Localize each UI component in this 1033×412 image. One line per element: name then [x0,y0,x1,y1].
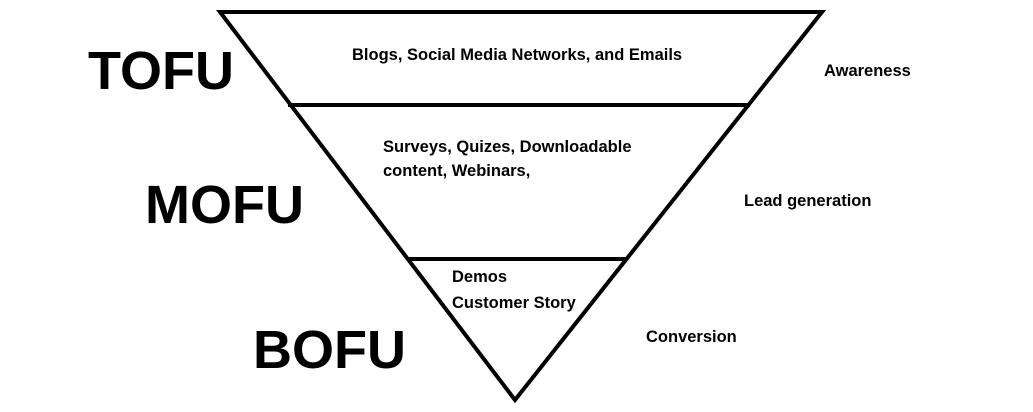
mofu-content-line: Surveys, Quizes, Downloadable [383,138,632,156]
tofu-label: TOFU [88,41,234,101]
tofu-goal: Awareness [824,62,911,80]
bofu-label: BOFU [253,320,406,380]
mofu-content-line: content, Webinars, [383,162,531,180]
mofu-label: MOFU [145,175,304,235]
tofu-content: Blogs, Social Media Networks, and Emails [352,46,683,64]
bofu-content-line: Demos [452,268,508,286]
mofu-goal: Lead generation [744,192,872,210]
funnel-triangle [215,10,827,404]
bofu-goal: Conversion [646,328,737,346]
bofu-content-line: Customer Story [452,294,576,312]
